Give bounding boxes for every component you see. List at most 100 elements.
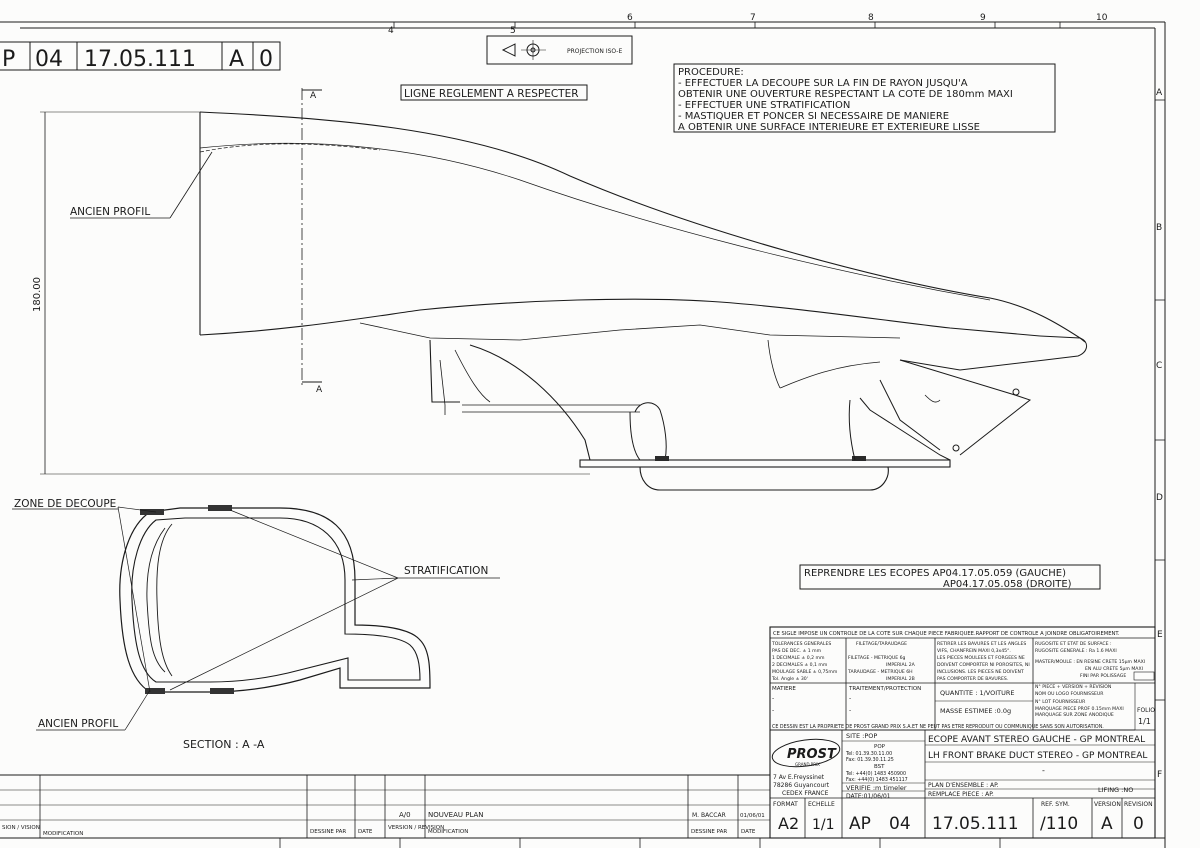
marquage-line: N° LOT FOURNISSEUR	[1035, 699, 1086, 705]
ligne-reglement-text: LIGNE REGLEMENT A RESPECTER	[404, 88, 579, 100]
version-value: A	[1101, 814, 1113, 834]
ancien-profil-callout: ANCIEN PROFIL	[70, 151, 213, 219]
site-line: POP	[874, 744, 886, 750]
sheet-frame	[0, 21, 1166, 848]
header-ref-c: A	[229, 47, 244, 72]
reprendre-line-1: REPRENDRE LES ECOPES AP04.17.05.059 (GAU…	[804, 568, 1066, 579]
ref-sym-label: REF. SYM.	[1041, 801, 1070, 808]
retirer-line: INCLUSIONS. LES PIECES NE DOIVENT	[937, 669, 1024, 675]
address-line: 78286 Guyancourt	[773, 782, 830, 789]
stratification-pad-2	[208, 505, 232, 511]
remplace-label: REMPLACE PIECE : AP.	[928, 791, 994, 798]
site-line: Fax: +44(0) 1483 451117	[846, 777, 908, 783]
header-ref-b: 17.05.111	[84, 47, 196, 72]
zone-col-5: 5	[510, 26, 516, 36]
format-value: A2	[778, 814, 799, 833]
tolerances-line: MOULAGE SABLE ± 0,75mm	[772, 669, 838, 675]
stratification-pad-4	[210, 688, 234, 694]
procedure-line-3: OBTENIR UNE OUVERTURE RESPECTANT LA COTE…	[678, 89, 1013, 100]
projection-label: PROJECTION ISO-E	[567, 48, 622, 55]
filetage-line: FILETAGE - METRIQUE 6g	[848, 655, 905, 661]
title-fr: ECOPE AVANT STEREO GAUCHE - GP MONTREAL	[928, 735, 1145, 745]
roughness-symbol-icon	[1133, 671, 1155, 681]
filetage-line: IMPERIAL 2A	[886, 662, 916, 668]
logo-text: PROST	[787, 747, 837, 762]
zone-labels: 4 5 6 7 8 9 10 A B C D E F	[388, 13, 1163, 780]
echelle-value: 1/1	[812, 817, 835, 833]
site-line: Tel: 01.39.30.11.00	[845, 751, 892, 757]
reprendre-note: REPRENDRE LES ECOPES AP04.17.05.059 (GAU…	[799, 564, 1101, 590]
retirer-line: RETIRER LES BAVURES ET LES ANGLES	[937, 641, 1026, 647]
tolerances-line: 1 DECIMALE ± 0,2 mm	[772, 655, 825, 661]
matiere-dash: -	[772, 695, 774, 702]
plan-ensemble-label: PLAN D'ENSEMBLE : AP.	[928, 782, 999, 789]
dimension-180-label: 180.00	[32, 277, 43, 312]
site-contacts: POP Tel: 01.39.30.11.00 Fax: 01.39.30.11…	[845, 744, 908, 783]
title-block: CE SIGLE IMPOSE UN CONTROLE DE LA COTE S…	[769, 626, 1156, 839]
quantite-label: QUANTITE : 1/VOITURE	[940, 689, 1015, 697]
revision-row-designer: M. BACCAR	[692, 812, 726, 819]
address-line: CEDEX FRANCE	[782, 790, 829, 797]
version-label: VERSION	[1094, 801, 1121, 808]
zone-row-a: A	[1156, 88, 1163, 98]
zone-decoupe-label: ZONE DE DECOUPE	[14, 498, 116, 510]
fixing-pad-right	[852, 456, 866, 461]
rugosite-line: EN ALU CRETE 5µm MAXI	[1085, 666, 1143, 672]
zone-col-7: 7	[750, 13, 756, 23]
stratification-pad-3	[145, 688, 165, 694]
format-label: FORMAT	[773, 801, 798, 808]
site-line: Tel: +44(0) 1483 450900	[845, 771, 906, 777]
site-line: BST	[874, 764, 885, 770]
header-dessine-par: DESSINE PAR	[310, 829, 346, 835]
header-version-revision: VERSION / REVISION	[388, 825, 444, 831]
lifing-label: LIFING :NO	[1098, 786, 1133, 794]
rugosite-line: FINI PAR POLISSAGE	[1080, 673, 1126, 679]
section-title: SECTION : A -A	[183, 738, 265, 751]
marquage-line: MARQUAGE PIECE PROF 0.15mm MAXI	[1035, 706, 1124, 712]
filetage-line: FILETAGE/TARAUDAGE	[856, 641, 907, 647]
rugosite-line: MASTER/MOULE : EN RESINE CRETE 15µm MAXI	[1035, 659, 1145, 665]
zone-row-f: F	[1157, 770, 1162, 780]
procedure-note: PROCEDURE: - EFFECTUER LA DECOUPE SUR LA…	[673, 63, 1056, 133]
header-version-left: SION / VISION	[2, 825, 40, 831]
filetage-line: IMPERIAL 2B	[886, 676, 915, 682]
revision-row-text: NOUVEAU PLAN	[428, 811, 484, 819]
zone-row-b: B	[1156, 223, 1162, 233]
zone-row-e: E	[1157, 630, 1163, 640]
zone-row-d: D	[1156, 493, 1163, 503]
ancien-profil-section-label: ANCIEN PROFIL	[38, 718, 118, 730]
section-a-a-drawing: ZONE DE DECOUPE STRATIFICATION ANCIEN PR…	[12, 498, 500, 751]
zone-col-6: 6	[627, 13, 633, 23]
site-label: SITE :POP	[846, 732, 877, 740]
retirer-line: PAS COMPORTER DE BAVURES.	[937, 676, 1008, 682]
rugosite-line: RUGOSITE GENERALE : Ra 1.6 MAXI	[1035, 648, 1117, 654]
matiere-dash: -	[772, 707, 774, 714]
procedure-line-1: PROCEDURE:	[678, 67, 744, 78]
site-line: Fax: 01.39.30.11.25	[846, 757, 894, 763]
revision-table: A/0 NOUVEAU PLAN M. BACCAR 01/06/01 SION…	[0, 774, 770, 838]
header-ref-d: 0	[259, 47, 273, 72]
revision-label: REVISION	[1124, 801, 1153, 808]
revision-row-date: 01/06/01	[740, 813, 765, 819]
projection-symbol: PROJECTION ISO-E	[486, 35, 633, 65]
rugosite-block: RUGOSITE ET ETAT DE SURFACE : RUGOSITE G…	[1035, 641, 1155, 681]
side-view-drawing: 180.00 A A	[32, 88, 1087, 491]
header-modification-2: MODIFICATION	[428, 829, 468, 835]
stratification-pad-1	[140, 509, 164, 515]
procedure-line-4: - EFFECTUER UNE STRATIFICATION	[678, 100, 850, 111]
marquage-line: MARQUAGE SUR ZONE ANODIQUE	[1035, 712, 1114, 718]
retirer-block: RETIRER LES BAVURES ET LES ANGLES VIFS, …	[937, 641, 1030, 682]
ligne-reglement-note: LIGNE REGLEMENT A RESPECTER	[400, 84, 588, 101]
zone-col-8: 8	[868, 13, 874, 23]
tolerances-line: Tol. Angle ± 30'	[771, 676, 808, 682]
verifie-label: VERIFIE :m timeler	[846, 784, 907, 792]
title-dash: -	[1042, 766, 1045, 775]
zone-col-10: 10	[1096, 13, 1108, 23]
traitement-dash: -	[849, 707, 851, 714]
header-ref-a: 04	[35, 47, 63, 72]
ancien-profil-label: ANCIEN PROFIL	[70, 206, 150, 218]
masse-label: MASSE ESTIMEE :0.0g	[940, 707, 1011, 715]
property-note: CE DESSIN EST LA PROPRIETE DE PROST GRAN…	[772, 724, 1104, 730]
prost-logo: PROST GRAND PRIX	[771, 738, 841, 768]
